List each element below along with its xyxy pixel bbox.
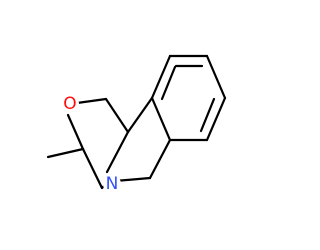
bond-c3-c4 xyxy=(81,147,104,190)
oxygen-label: O xyxy=(63,94,76,114)
atom-oxygen: O xyxy=(61,94,79,114)
bond-c1-o xyxy=(75,97,108,105)
nitrogen-label: N xyxy=(106,174,119,194)
bond-benzene-inner-right xyxy=(199,97,216,133)
bond-benzene-inner-upper xyxy=(160,65,177,101)
bond-c6-n xyxy=(113,176,152,183)
bond-benzene-right xyxy=(205,96,227,142)
bond-n-c10b xyxy=(105,130,130,174)
bond-c10b-c1o xyxy=(104,97,130,134)
bond-c6-c5 xyxy=(148,138,172,180)
bond-benzene-top-right xyxy=(205,54,227,100)
bond-benzene-upper-left xyxy=(150,54,172,100)
bond-c3-methyl xyxy=(46,147,85,159)
atom-nitrogen: N xyxy=(103,174,121,194)
bond-o-c3 xyxy=(66,113,85,151)
bond-benzene-fused xyxy=(150,96,172,142)
bond-c10b-c1 xyxy=(126,96,154,134)
molecule-structure-diagram: O N xyxy=(46,54,227,194)
